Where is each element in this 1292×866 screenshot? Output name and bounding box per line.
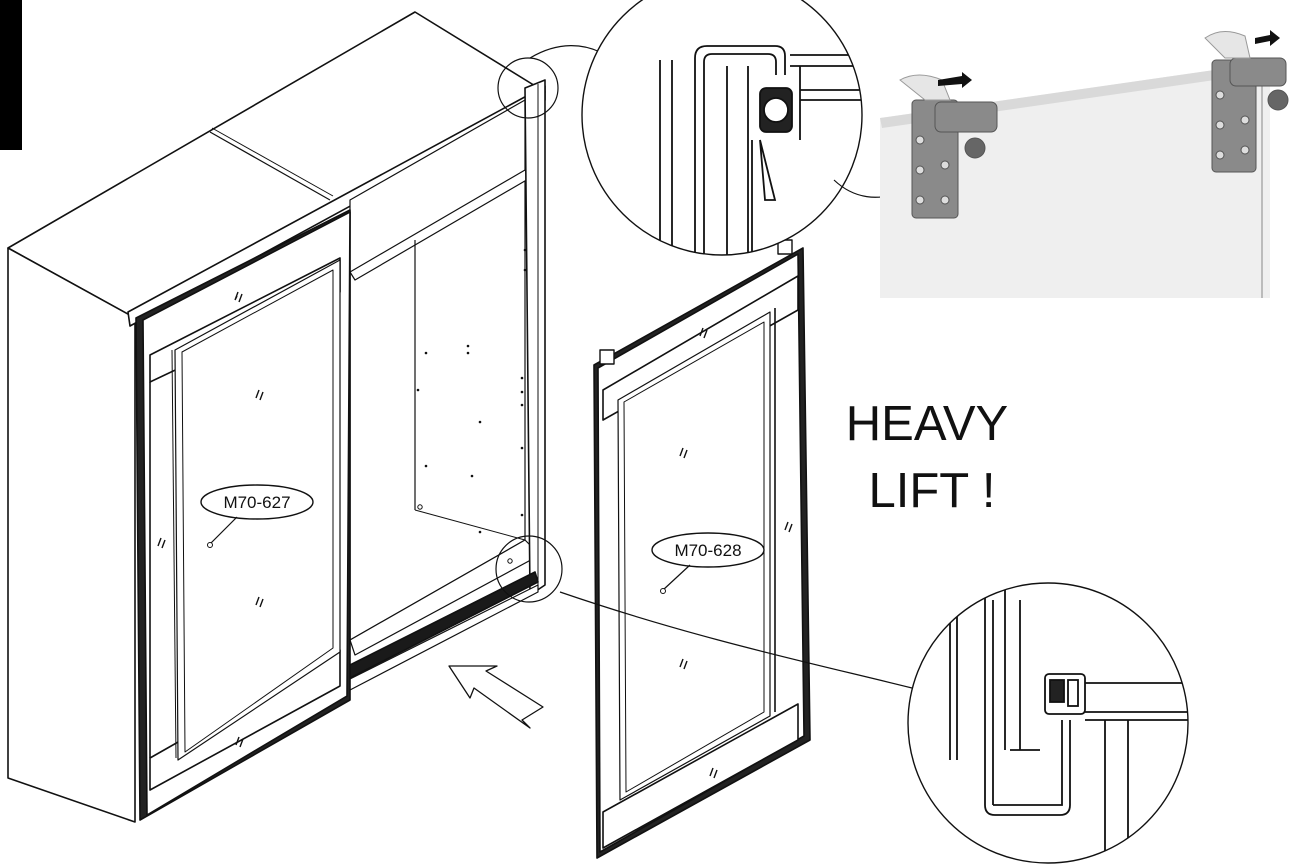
part-label-right-text: M70-628 [674,541,741,560]
right-door-grain-marks [679,327,793,779]
leader-line-top [529,45,601,59]
part-label-left: M70-627 [200,484,314,548]
page-edge-tab [0,0,22,150]
bottom-detail-view [907,582,1189,864]
warning-line-2: LIFT ! [868,464,995,518]
top-detail-view [581,0,863,256]
callout-top-source [497,57,559,119]
left-door-grain-marks [157,291,264,748]
part-label-left-text: M70-627 [223,493,290,512]
insert-direction-arrow [448,665,544,729]
pilot-holes [416,248,527,564]
wardrobe-carcass [7,11,546,823]
leader-line-bottom [559,591,913,689]
roller-fitting-photo [880,30,1289,298]
part-label-right: M70-628 [651,532,765,594]
warning-line-1: HEAVY [846,397,1008,451]
callout-bottom-source [495,535,563,603]
